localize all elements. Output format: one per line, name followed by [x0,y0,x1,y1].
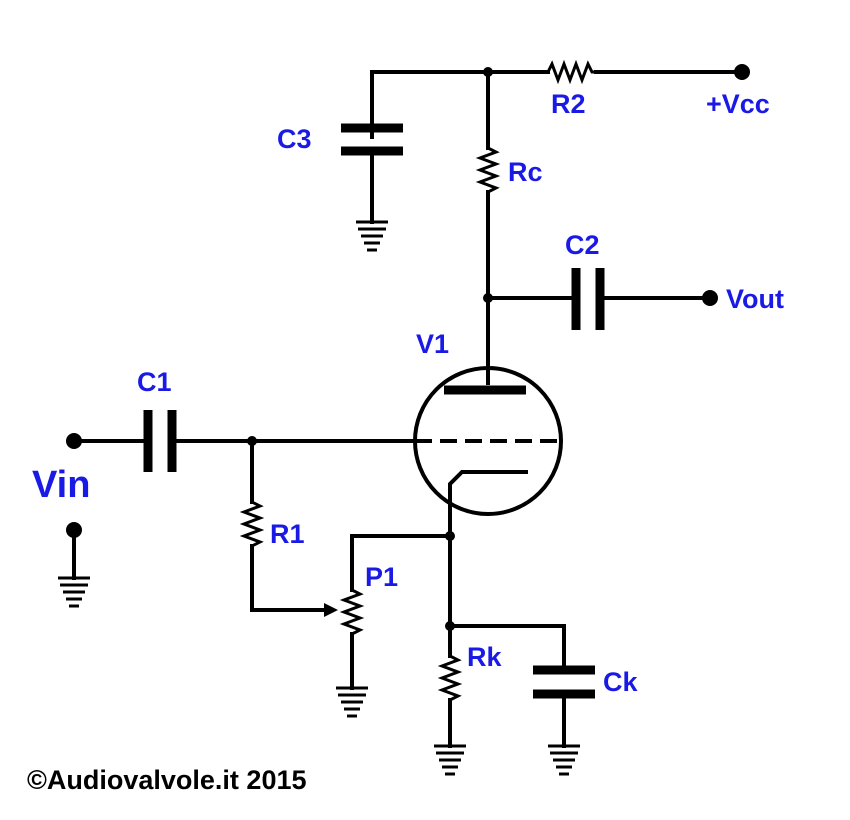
label-v1: V1 [416,329,449,359]
rc-resistor [475,70,501,385]
label-r2: R2 [551,89,586,119]
label-vcc: +Vcc [706,89,770,119]
rk-resistor [437,534,463,748]
c3-capacitor [341,123,403,224]
c2-capacitor [486,268,718,330]
label-vin: Vin [32,464,90,506]
ground-symbol-p1 [336,686,368,718]
v1-triode-tube [413,366,563,538]
label-vout: Vout [726,284,784,314]
ground-symbol-c3 [356,220,388,252]
label-c1: C1 [137,367,172,397]
ground-symbol-vin [58,576,90,608]
vout-terminal [702,290,718,306]
r2-resistor [546,59,596,85]
vcc-terminal [734,64,750,80]
r1-resistor [239,439,338,617]
ground-symbol-ck [548,744,580,776]
p1-potentiometer [339,531,455,690]
wiper-arrow [324,603,338,617]
tube-cathode [448,470,528,538]
label-c3: C3 [277,124,312,154]
input-network [66,410,417,580]
label-ck: Ck [603,667,638,697]
copyright-text: ©Audiovalvole.it 2015 [27,765,307,795]
label-r1: R1 [270,519,305,549]
ck-capacitor [448,624,595,748]
label-rk: Rk [467,642,502,672]
ground-symbol-rk [434,744,466,776]
label-rc: Rc [508,157,543,187]
label-c2: C2 [565,230,600,260]
label-p1: P1 [365,562,398,592]
